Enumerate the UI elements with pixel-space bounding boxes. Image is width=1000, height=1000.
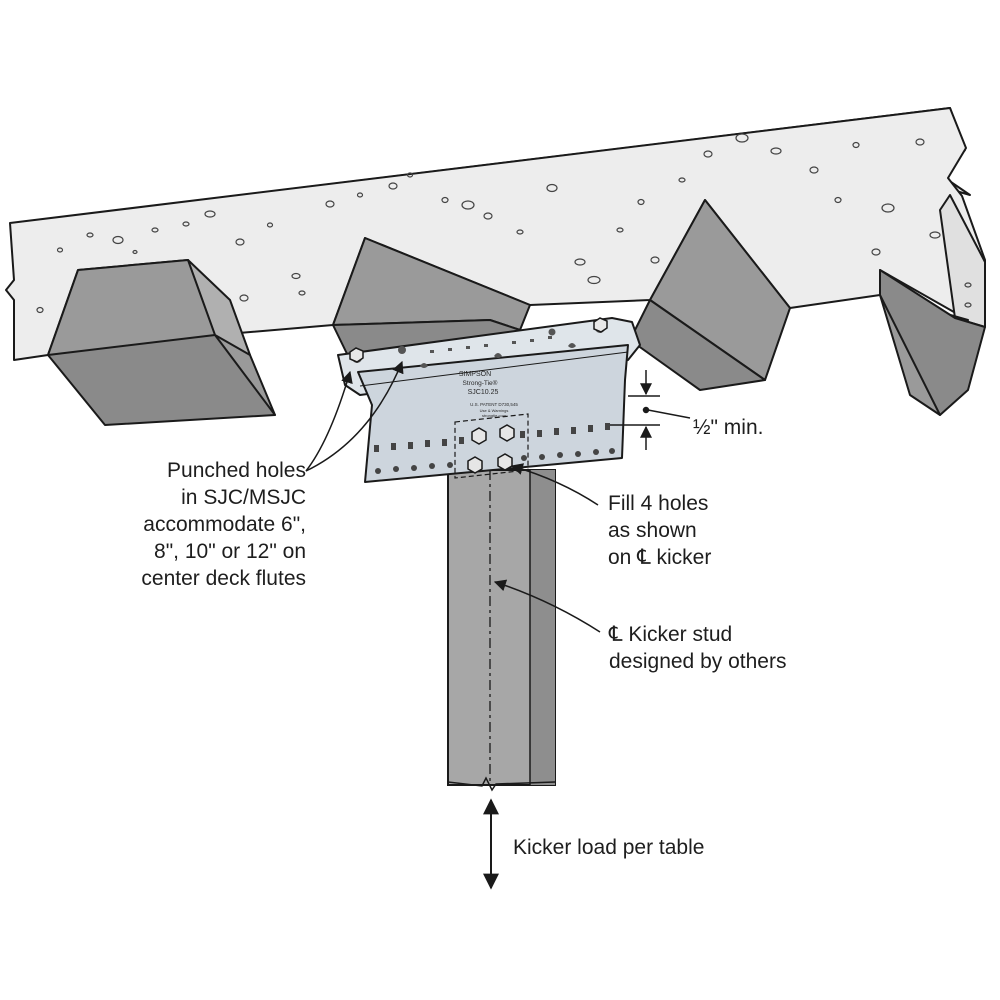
steel-deck — [47, 199, 986, 426]
leader-punched-2 — [305, 360, 404, 472]
callout-kicker-stud: ℄ Kicker stud designed by others — [609, 621, 786, 675]
bracket-product-line: Strong-Tie® — [463, 379, 498, 387]
callout-punched-line-4: 8", 10" or 12" on — [154, 540, 306, 563]
screw-upper-right — [499, 424, 515, 442]
callout-punched-line-3: accommodate 6", — [143, 513, 306, 536]
bracket-patent: U.S. PATENT D730,545 — [470, 402, 518, 407]
bracket-model: SJC10.25 — [468, 389, 499, 396]
bracket-bend-line — [359, 351, 629, 387]
callout-punched-line-2: in SJC/MSJC — [181, 486, 306, 509]
bracket-vertical-plate — [357, 344, 629, 483]
deck-flute-4-bottom — [879, 269, 986, 416]
leader-centerline — [493, 579, 601, 633]
callout-fill-line-3: on ℄ kicker — [608, 546, 712, 569]
half-inch-dimension — [610, 370, 691, 450]
stud-break-line — [447, 776, 556, 792]
deck-flute-1-face — [187, 259, 251, 356]
callout-fill-line-1: Fill 4 holes — [608, 492, 709, 515]
bracket-top-screws — [349, 317, 608, 363]
screw-upper-left — [471, 427, 487, 445]
fill-zone-outline — [454, 413, 529, 479]
leader-fill — [510, 463, 599, 506]
callout-stud-line-1: ℄ Kicker stud — [609, 623, 733, 646]
bracket-notice-1: Use & Warnings — [480, 408, 509, 413]
deck-flute-3-bottom — [629, 299, 766, 391]
concrete-aggregate — [36, 133, 972, 314]
callout-punched-holes: Punched holes in SJC/MSJC accommodate 6"… — [141, 457, 306, 592]
callout-punched-line-1: Punched holes — [167, 459, 306, 482]
bracket-brand: SIMPSON — [459, 371, 491, 378]
leader-lines — [305, 360, 601, 633]
callout-fill-line-2: as shown — [608, 519, 697, 542]
callout-min-text: ½" min. — [693, 416, 764, 439]
leader-punched-1 — [305, 370, 353, 472]
kicker-screws — [467, 424, 515, 474]
callout-fill-holes: Fill 4 holes as shown on ℄ kicker — [608, 490, 711, 571]
callout-half-inch-min: ½" min. — [693, 414, 763, 441]
screw-lower-right — [497, 453, 513, 471]
stud-flange-shadow — [530, 470, 555, 785]
screw-lower-left — [467, 456, 483, 474]
sjc-bracket: SIMPSON Strong-Tie® SJC10.25 U.S. PATENT… — [337, 317, 641, 483]
deck-flute-1-bottom — [47, 334, 276, 426]
kicker-stud — [447, 469, 556, 792]
bracket-notice-2: strongtie.com — [482, 413, 507, 418]
callout-punched-line-5: center deck flutes — [141, 567, 306, 590]
bracket-plate-holes — [374, 423, 615, 474]
callout-load-text: Kicker load per table — [513, 836, 705, 859]
callout-kicker-load: Kicker load per table — [513, 834, 704, 861]
callout-stud-line-2: designed by others — [609, 650, 787, 673]
